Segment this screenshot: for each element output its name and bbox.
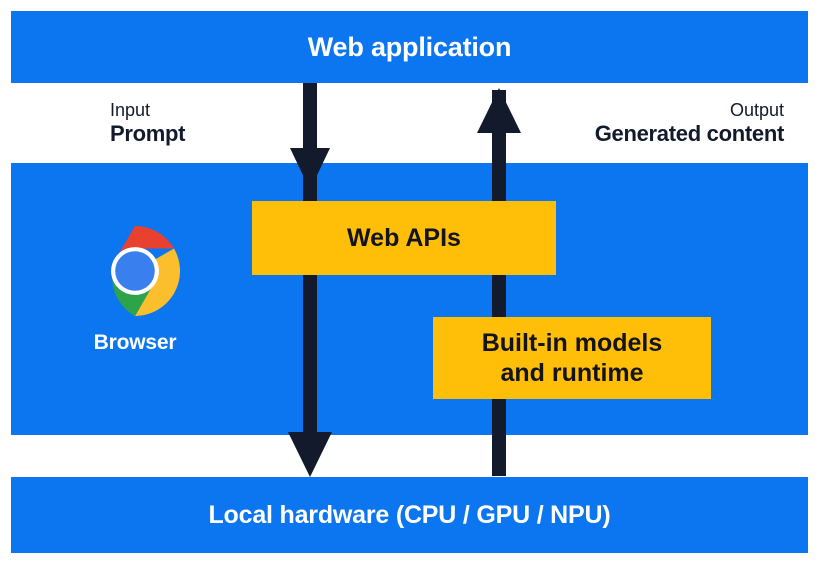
browser-identity-block: Browser bbox=[59, 225, 211, 355]
box-web-apis[interactable]: Web APIs bbox=[252, 201, 556, 275]
flow-label-output: Output Generated content bbox=[594, 100, 785, 147]
layer-local-hardware: Local hardware (CPU / GPU / NPU) bbox=[11, 477, 808, 553]
box-built-in-models-line1: Built-in models bbox=[481, 328, 663, 357]
chrome-logo-icon bbox=[111, 225, 181, 317]
flow-output-value: Generated content bbox=[594, 121, 785, 147]
flow-input-kind: Input bbox=[110, 100, 151, 120]
flow-output-kind: Output bbox=[729, 100, 784, 120]
box-built-in-models[interactable]: Built-in models and runtime bbox=[433, 317, 711, 399]
layer-web-application: Web application bbox=[11, 11, 808, 83]
layer-web-application-label: Web application bbox=[307, 31, 512, 62]
box-built-in-models-label: Built-in models and runtime bbox=[482, 328, 663, 389]
layer-local-hardware-label: Local hardware (CPU / GPU / NPU) bbox=[208, 500, 611, 529]
box-web-apis-label: Web APIs bbox=[347, 223, 461, 252]
box-built-in-models-line2: and runtime bbox=[500, 359, 644, 387]
layer-browser-label: Browser bbox=[93, 331, 177, 354]
flow-label-input: Input Prompt bbox=[110, 100, 186, 147]
flow-input-value: Prompt bbox=[110, 121, 186, 147]
